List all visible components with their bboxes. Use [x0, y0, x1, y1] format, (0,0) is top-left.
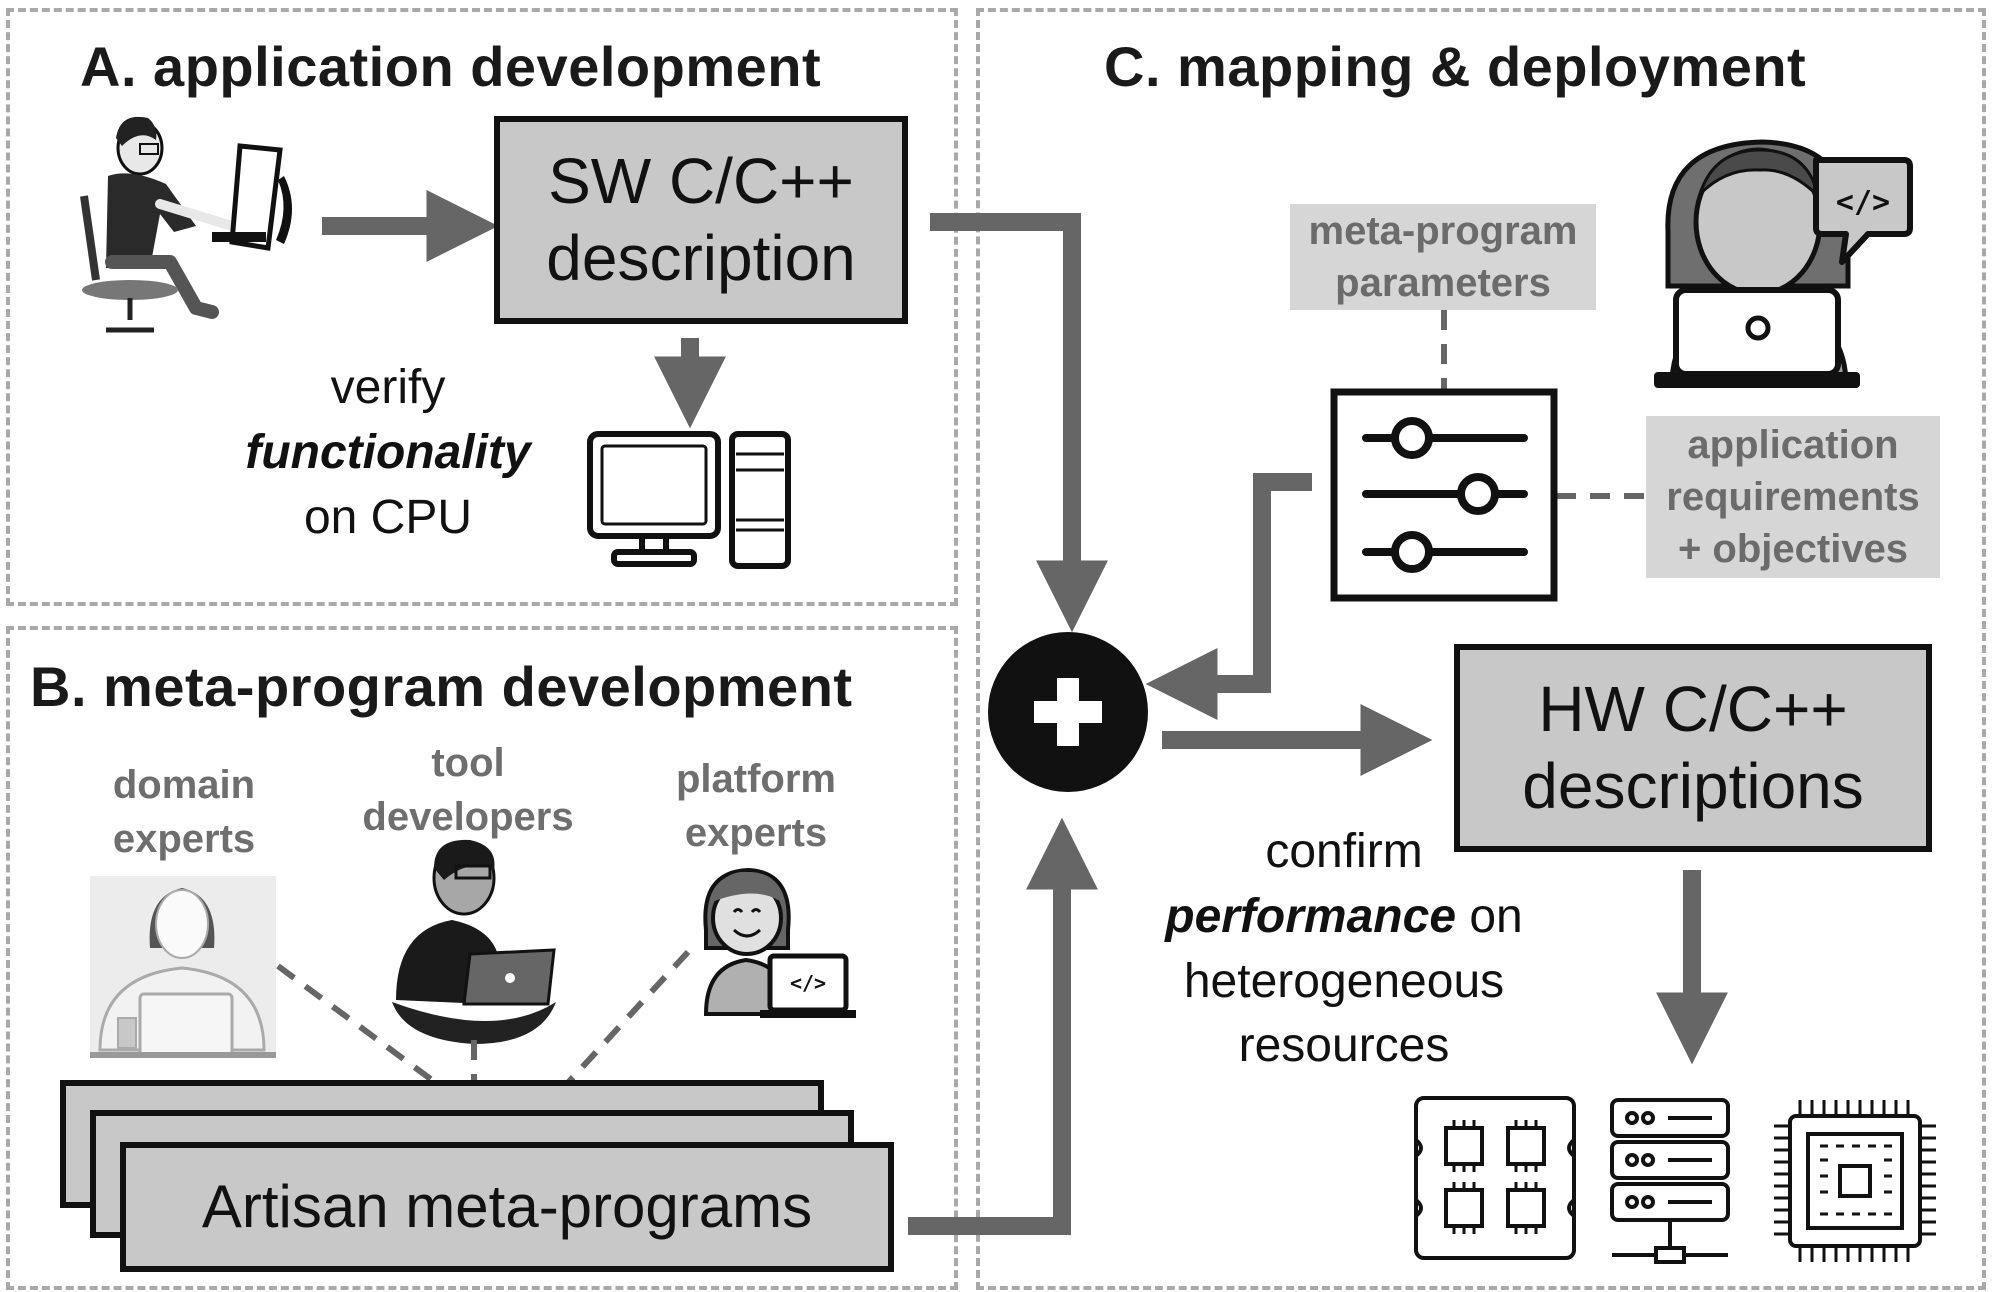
sw-box-line2: description [546, 222, 856, 294]
verify-line1: verify [330, 361, 446, 414]
confirm-on: on [1456, 889, 1523, 943]
heading-application-development: A. application development [80, 35, 822, 98]
server-rack-icon [1610, 1098, 1730, 1264]
platform-line1: platform [676, 757, 836, 801]
tool-line2: developers [362, 795, 574, 839]
params-line2: parameters [1335, 261, 1551, 305]
meta-program-parameters-label: meta-program parameters [1290, 204, 1596, 310]
params-line1: meta-program [1308, 209, 1578, 253]
heading-mapping-deployment: C. mapping & deployment [1104, 35, 1807, 98]
artisan-meta-programs-box: Artisan meta-programs [120, 1142, 894, 1272]
developer-laptop-code-icon: </> [1654, 139, 1913, 388]
tool-line1: tool [431, 741, 505, 785]
performance-emphasis: performance [1165, 889, 1457, 943]
verify-functionality-text: verify functionality on CPU [218, 356, 558, 550]
platform-expert-icon: </> [703, 867, 856, 1018]
domain-experts-label: domain experts [86, 758, 282, 866]
sw-box-line1: SW C/C++ [548, 145, 854, 218]
svg-text:</>: </> [1836, 185, 1890, 220]
confirm-performance-text: confirm performance on heterogeneous res… [1126, 820, 1562, 1079]
desktop-computer-icon [587, 431, 791, 569]
req-line2: requirements [1666, 475, 1920, 519]
tuning-sliders-icon [1330, 388, 1558, 602]
domain-line2: experts [112, 817, 256, 861]
tool-developer-icon [392, 839, 556, 1044]
platform-line2: experts [684, 811, 828, 855]
panel-application-development [6, 8, 958, 606]
tool-developers-label: tool developers [346, 736, 590, 844]
domain-line1: domain [112, 763, 256, 807]
confirm-line3: heterogeneous [1183, 954, 1505, 1008]
verify-line3: on CPU [303, 490, 473, 544]
application-requirements-label: application requirements + objectives [1646, 416, 1940, 578]
heading-meta-program-development: B. meta-program development [30, 655, 853, 718]
verify-line2: functionality [218, 421, 558, 486]
panel-mapping-deployment [976, 8, 1986, 1290]
processor-chip-icon [1774, 1100, 1936, 1262]
hw-box-line1: HW C/C++ [1538, 673, 1848, 746]
combine-plus-icon [988, 632, 1148, 792]
platform-experts-label: platform experts [648, 752, 864, 860]
fpga-board-icon [1414, 1096, 1576, 1260]
artisan-label: Artisan meta-programs [201, 1173, 813, 1240]
svg-text:</>: </> [790, 971, 826, 995]
functionality-emphasis: functionality [245, 425, 531, 479]
confirm-line1: confirm [1265, 825, 1423, 878]
confirm-line4: resources [1238, 1019, 1450, 1073]
panel-meta-program-development [6, 626, 958, 1290]
req-line1: application [1687, 423, 1899, 467]
sw-description-box: SW C/C++ description [494, 116, 908, 324]
domain-expert-icon [90, 876, 276, 1058]
hw-box-line2: descriptions [1522, 750, 1864, 822]
developer-at-desk-icon [80, 116, 292, 333]
hw-descriptions-box: HW C/C++ descriptions [1454, 644, 1932, 852]
req-line3: + objectives [1677, 527, 1909, 571]
confirm-line2: performance on [1126, 885, 1562, 950]
